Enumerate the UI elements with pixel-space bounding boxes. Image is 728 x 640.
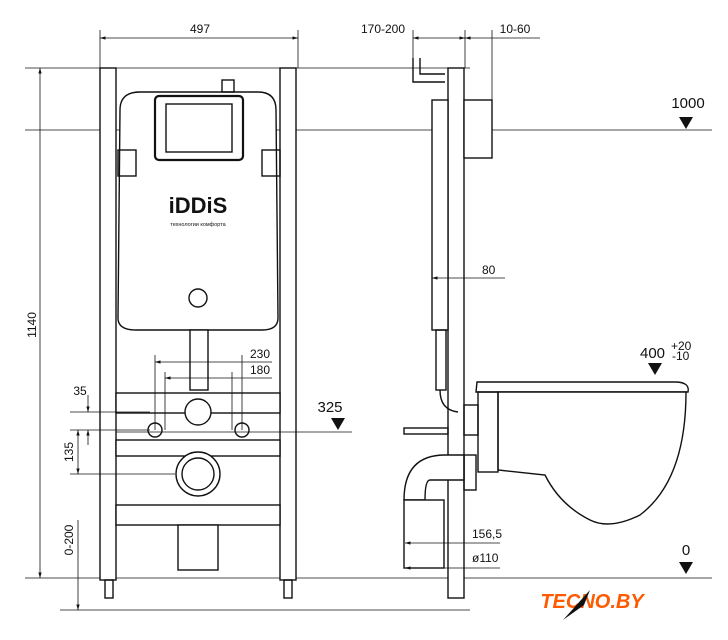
level-1000-marker-icon [679, 117, 693, 129]
dim-230-label: 230 [250, 347, 270, 361]
side-frame [403, 58, 493, 599]
dim-156-label: 156,5 [472, 527, 502, 541]
svg-text:TECNO.BY: TECNO.BY [540, 591, 645, 613]
dim-180-label: 180 [250, 363, 270, 377]
dim-80-label: 80 [482, 263, 496, 277]
toilet-bowl [463, 381, 689, 525]
cistern [117, 79, 281, 391]
gap-label: 10-60 [500, 22, 531, 36]
pipe-label: ø110 [472, 551, 499, 565]
adjust-label: 0-200 [62, 524, 76, 555]
level-0-marker-icon [679, 562, 693, 574]
height-label: 1140 [25, 312, 39, 338]
svg-text:технологии комфорта: технологии комфорта [170, 222, 226, 228]
level-0-label: 0 [682, 542, 690, 559]
iddis-logo: iDDiS технологии комфорта [169, 193, 228, 228]
level-1000-label: 1000 [671, 95, 704, 112]
tolerance-plus: +20 [671, 339, 692, 353]
front-frame [99, 67, 297, 599]
level-325-marker-icon [331, 418, 345, 430]
depth-label: 170-200 [361, 22, 405, 36]
width-label: 497 [190, 22, 210, 36]
tolerance-minus: -10 [672, 349, 690, 363]
level-400-marker-icon [648, 363, 662, 375]
tecno-by-watermark: TECNO.BY [540, 590, 645, 620]
offset-135-label: 135 [62, 442, 76, 462]
level-400-label: 400 [640, 345, 665, 362]
svg-text:iDDiS: iDDiS [169, 193, 228, 218]
offset-35-label: 35 [73, 384, 87, 398]
level-325-label: 325 [317, 399, 342, 416]
